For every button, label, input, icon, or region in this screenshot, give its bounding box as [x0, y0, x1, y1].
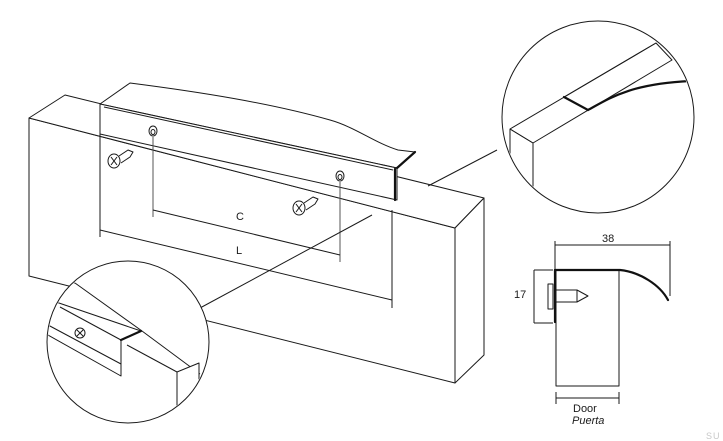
- detail-circle-bottom-left: [46, 260, 210, 424]
- dimension-c: [152, 137, 341, 262]
- detail-circle-top-right: [501, 20, 695, 214]
- section-view: [533, 241, 671, 404]
- screw-hole-left-icon: [148, 125, 158, 137]
- screw-hole-right-icon: [335, 170, 345, 182]
- screw-left-icon: [107, 149, 134, 169]
- dimension-l-label: L: [236, 245, 243, 257]
- dimension-l: [99, 134, 393, 308]
- handle-profile: [99, 82, 417, 202]
- leader-line-bottom: [199, 214, 373, 309]
- door-label: Door: [573, 403, 597, 415]
- section-width-label: 38: [602, 233, 615, 245]
- door-label-translation: Puerta: [572, 415, 605, 427]
- leader-line-top: [427, 149, 498, 187]
- watermark: SU: [706, 431, 721, 441]
- screw-right-icon: [292, 196, 319, 216]
- dimension-c-label: C: [236, 211, 244, 223]
- section-height-label: 17: [514, 289, 527, 301]
